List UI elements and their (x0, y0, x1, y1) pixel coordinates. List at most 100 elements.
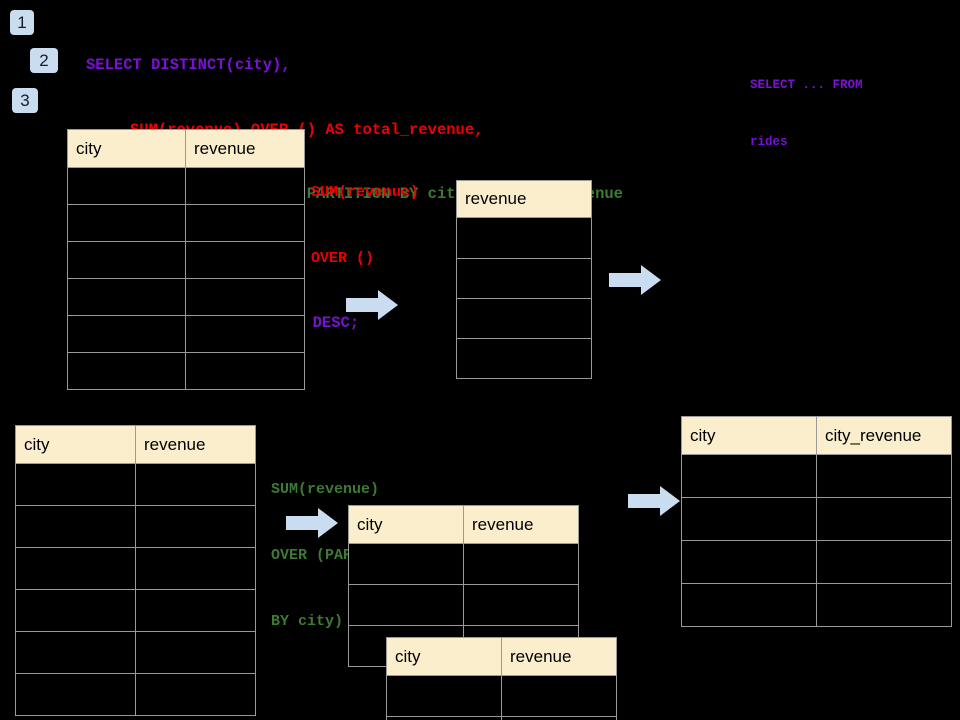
table-row (15, 463, 256, 506)
side-note-line-1: SELECT ... FROM (750, 78, 863, 92)
annotation-over-empty: SUM(revenue) OVER () (311, 138, 419, 314)
cell-revenue (456, 258, 592, 299)
table-row (386, 675, 617, 717)
right-arrow-icon (628, 486, 680, 516)
cell-city-revenue (816, 540, 952, 584)
cell-city (15, 547, 136, 590)
sql-line-select: SELECT DISTINCT(city), (86, 56, 291, 74)
cell-city (67, 278, 186, 316)
column-header-revenue: revenue (135, 425, 256, 464)
arrow-total-to-result (609, 265, 661, 295)
arrow-partition-to-result (628, 486, 680, 516)
cell-city (348, 584, 464, 626)
column-header-revenue: revenue (463, 505, 579, 544)
cell-revenue (135, 463, 256, 506)
cell-revenue (135, 673, 256, 716)
cell-revenue (463, 584, 579, 626)
arrow-source-to-total (346, 290, 398, 320)
cell-city (681, 583, 817, 627)
total-revenue-table: revenue (456, 180, 592, 379)
table-row (348, 584, 579, 626)
rides-source-table: city revenue (67, 129, 305, 390)
cell-revenue (456, 217, 592, 259)
cell-city (15, 505, 136, 548)
table-row (67, 315, 305, 353)
column-header-city: city (681, 416, 817, 455)
table-row (15, 505, 256, 548)
cell-city (67, 204, 186, 242)
table-row (15, 631, 256, 674)
annotation-over-partition-line-3: BY city) (271, 613, 344, 630)
cell-revenue (135, 505, 256, 548)
cell-city (15, 463, 136, 506)
table-row (67, 241, 305, 279)
cell-city (386, 716, 502, 720)
cell-revenue (135, 547, 256, 590)
city-revenue-result-table: city city_revenue (681, 416, 952, 627)
cell-revenue (463, 543, 579, 585)
table-row (67, 167, 305, 205)
cell-revenue (456, 298, 592, 339)
cell-revenue (185, 352, 305, 390)
cell-city (681, 540, 817, 584)
cell-revenue (185, 241, 305, 279)
table-row (456, 298, 592, 339)
column-header-city: city (348, 505, 464, 544)
table-row (67, 204, 305, 242)
side-note-select-from: SELECT ... FROM rides (750, 38, 863, 190)
cell-city (15, 631, 136, 674)
table-row (681, 497, 952, 541)
table-header-row: city revenue (15, 425, 256, 464)
annotation-over-empty-line-1: SUM(revenue) (311, 184, 420, 201)
table-header-row: city revenue (348, 505, 579, 544)
cell-revenue (135, 589, 256, 632)
step-badge-3-label: 3 (20, 91, 30, 110)
right-arrow-icon (286, 508, 338, 538)
step-badge-2-label: 2 (39, 51, 49, 70)
right-arrow-icon (346, 290, 398, 320)
table-row (386, 716, 617, 720)
table-row (681, 540, 952, 584)
step-badge-1: 1 (10, 10, 34, 35)
cell-city-revenue (816, 583, 952, 627)
table-row (681, 454, 952, 498)
step-badge-1-label: 1 (17, 13, 27, 32)
cell-city (67, 352, 186, 390)
cell-revenue (185, 315, 305, 353)
step-badge-2: 2 (30, 48, 58, 73)
cell-city-revenue (816, 497, 952, 541)
right-arrow-icon (609, 265, 661, 295)
side-note-line-2: rides (750, 135, 788, 149)
cell-city (67, 167, 186, 205)
cell-revenue (185, 204, 305, 242)
step-badge-3: 3 (12, 88, 38, 113)
table-row (15, 589, 256, 632)
table-row (348, 543, 579, 585)
cell-city (67, 241, 186, 279)
table-row (67, 278, 305, 316)
cell-city (15, 673, 136, 716)
annotation-over-partition-line-1: SUM(revenue) (271, 481, 380, 498)
table-header-row: city revenue (67, 129, 305, 168)
cell-city (348, 543, 464, 585)
rides-source-table-bottom: city revenue (15, 425, 256, 716)
annotation-over-empty-line-2: OVER () (311, 250, 375, 267)
column-header-city: city (15, 425, 136, 464)
arrow-source-to-partition (286, 508, 338, 538)
cell-revenue (501, 675, 617, 717)
column-header-city-revenue: city_revenue (816, 416, 952, 455)
table-header-row: city revenue (386, 637, 617, 676)
table-header-row: revenue (456, 180, 592, 218)
cell-city (67, 315, 186, 353)
column-header-city: city (386, 637, 502, 676)
table-row (456, 258, 592, 299)
column-header-revenue: revenue (501, 637, 617, 676)
table-row (456, 338, 592, 379)
table-row (681, 583, 952, 627)
cell-city (681, 497, 817, 541)
column-header-revenue: revenue (456, 180, 592, 218)
cell-revenue (135, 631, 256, 674)
cell-revenue (456, 338, 592, 379)
partition-group-table-front: city revenue (386, 637, 617, 720)
